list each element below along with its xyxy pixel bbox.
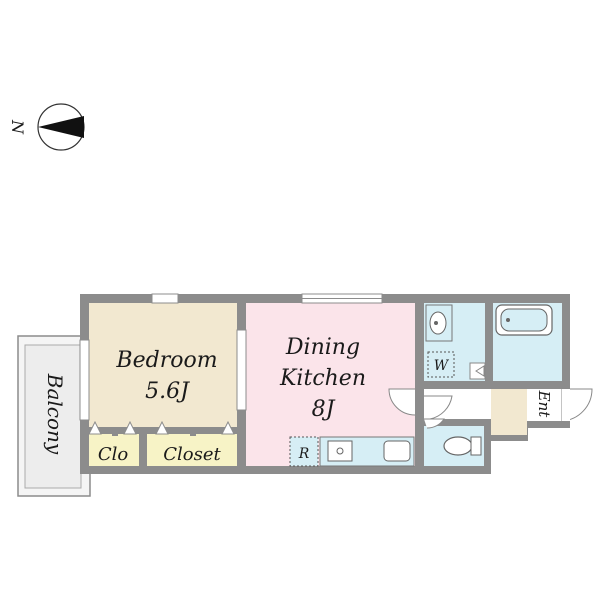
bathtub-drain-icon bbox=[506, 318, 510, 322]
entrance-step bbox=[527, 389, 562, 421]
closet-hanger-1 bbox=[112, 430, 118, 436]
bedroom-floor bbox=[89, 303, 237, 427]
compass-needle-icon bbox=[38, 116, 84, 138]
balcony-label: Balcony bbox=[43, 373, 67, 455]
closet-large-floor bbox=[147, 434, 237, 466]
closet-hanger-2 bbox=[190, 430, 196, 436]
bedroom-name: Bedroom bbox=[115, 348, 217, 373]
toilet-bowl-icon bbox=[443, 436, 473, 456]
stove-burner-icon bbox=[336, 447, 344, 455]
washbasin-drain-icon bbox=[434, 321, 438, 325]
refrigerator-space bbox=[289, 436, 319, 467]
closet-door-4 bbox=[221, 420, 235, 435]
closet-door-2 bbox=[123, 420, 137, 435]
stove bbox=[327, 440, 353, 462]
partition-opening bbox=[236, 329, 247, 411]
balcony-floor bbox=[24, 344, 82, 489]
entrance-label: Ent bbox=[535, 390, 553, 419]
toilet-tank bbox=[470, 436, 482, 456]
compass: N bbox=[8, 103, 85, 151]
kitchen-sink-icon bbox=[383, 440, 411, 462]
balcony-window bbox=[79, 339, 90, 421]
bedroom-window bbox=[151, 293, 179, 304]
bedroom-size: 5.6J bbox=[145, 379, 190, 404]
wash-room-door bbox=[469, 362, 486, 380]
toilet-door-swing bbox=[424, 418, 445, 429]
entrance-opening bbox=[562, 389, 570, 421]
wash-room-door-mark bbox=[475, 365, 485, 377]
bathtub-inner bbox=[500, 308, 548, 332]
dk-size: 8J bbox=[312, 397, 336, 422]
closet-large-label: Closet bbox=[163, 444, 221, 465]
entrance-floor bbox=[491, 389, 527, 435]
closet-small-label: Clo bbox=[98, 444, 129, 465]
dk-name-line2: Kitchen bbox=[279, 366, 366, 391]
compass-north-label: N bbox=[8, 119, 27, 135]
dk-name-line1: Dining bbox=[285, 335, 360, 360]
washer-space bbox=[427, 351, 455, 378]
closet-small-floor bbox=[89, 434, 139, 466]
hall-door-swing bbox=[424, 395, 453, 420]
closet-door-1 bbox=[88, 420, 102, 435]
balcony: Balcony bbox=[17, 335, 91, 497]
washer-label: W bbox=[434, 358, 450, 374]
dk-entry-door-swing bbox=[388, 388, 416, 416]
refrigerator-label: R bbox=[298, 446, 310, 462]
closet-door-3 bbox=[155, 420, 169, 435]
closet-doors bbox=[88, 420, 235, 435]
